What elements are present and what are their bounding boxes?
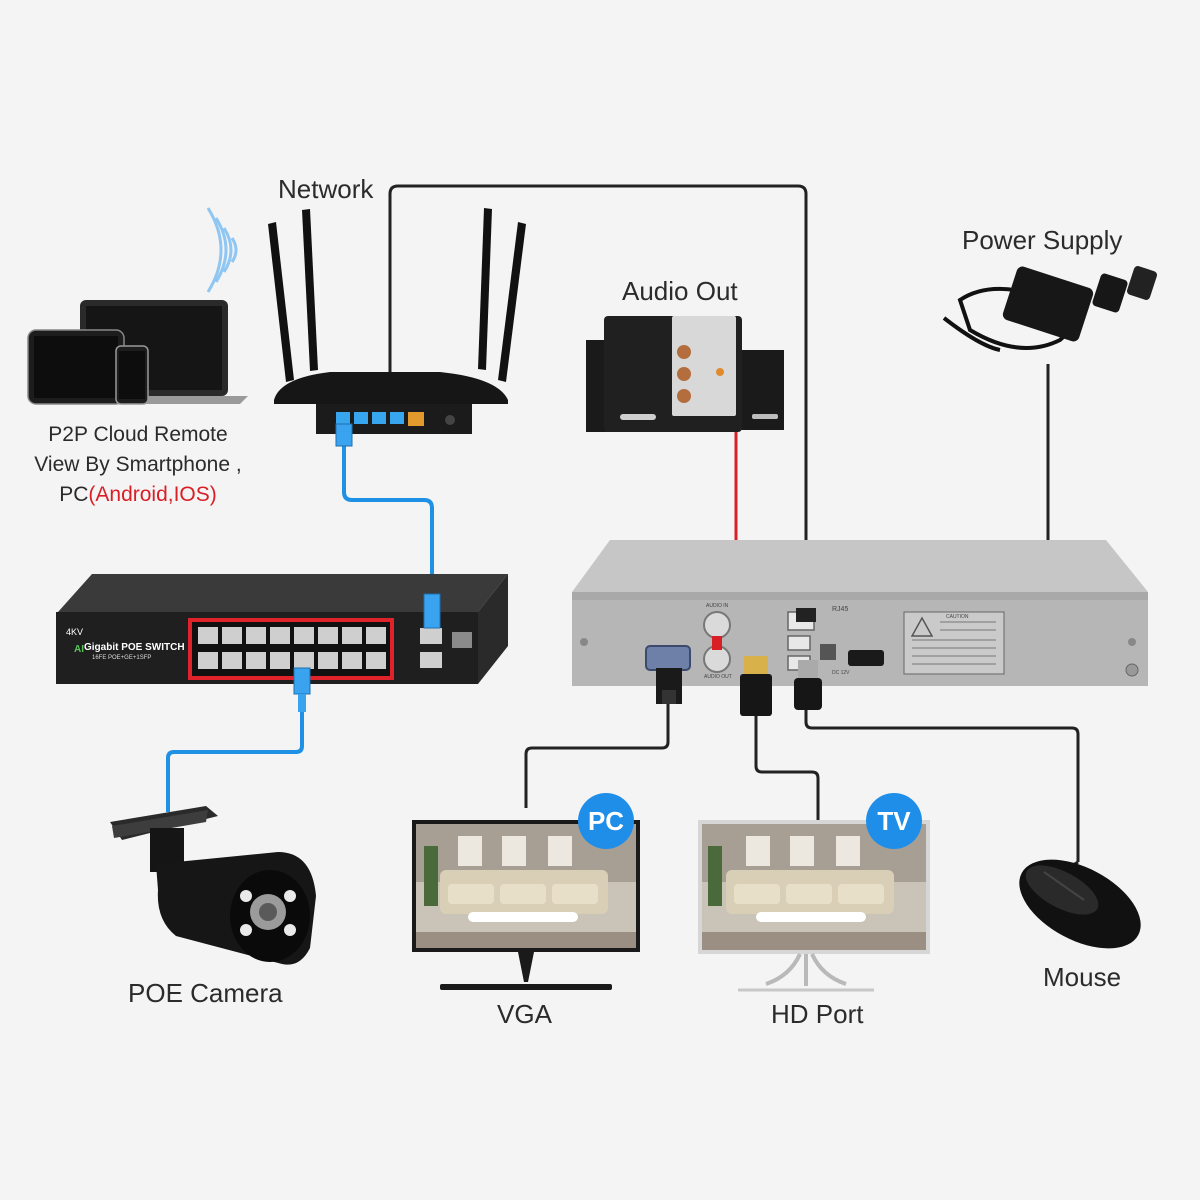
monitor-icon [412, 820, 640, 990]
switch-title: Gigabit POE SWITCH [84, 642, 185, 653]
poe-switch-icon: AI [56, 574, 508, 712]
hdmi-cable [754, 712, 820, 822]
hd-port-label: HD Port [771, 999, 864, 1029]
speaker-icon [586, 316, 784, 432]
vga-cable [524, 700, 670, 808]
p2p-line1: P2P Cloud Remote [48, 423, 228, 446]
router-icon [268, 208, 526, 447]
p2p-line2: View By Smartphone , [34, 453, 242, 476]
tablet-icon [27, 329, 125, 405]
nvr-audio-in-label: AUDIO IN [706, 603, 729, 609]
poe-camera-label: POE Camera [128, 978, 283, 1008]
network-cable [342, 440, 434, 600]
router-nvr-cable [388, 184, 808, 612]
phone-icon [115, 345, 149, 405]
tv-icon [698, 820, 930, 992]
network-label: Network [278, 174, 374, 204]
tv-badge: TV [866, 793, 922, 849]
nvr-caution-label: CAUTION [946, 614, 969, 620]
wifi-icon [206, 207, 238, 293]
mouse-label: Mouse [1043, 962, 1122, 992]
nvr-audio-out-label: AUDIO OUT [704, 674, 732, 680]
vga-label: VGA [497, 999, 552, 1029]
mouse-cable [804, 706, 1080, 862]
audio-out-label: Audio Out [622, 276, 738, 306]
p2p-line3-os: (Android,IOS) [88, 483, 217, 506]
nvr-rj45-label: RJ45 [832, 606, 849, 613]
p2p-cloud-label: P2P Cloud Remote View By Smartphone , PC… [20, 420, 256, 510]
switch-subtitle: 16FE POE+GE+1SFP [92, 655, 152, 661]
power-adapter-icon [942, 266, 1158, 352]
nvr-dc-label: DC 12V [832, 670, 850, 676]
mouse-icon [1019, 859, 1141, 949]
power-supply-label: Power Supply [962, 225, 1123, 255]
nvr-icon [572, 540, 1148, 716]
pc-badge: PC [578, 793, 634, 849]
camera-cable [166, 680, 304, 812]
p2p-line3-prefix: PC [59, 483, 89, 506]
svg-text:AI: AI [74, 644, 84, 655]
p2p-line3: PC(Android,IOS) [20, 480, 256, 510]
switch-brand: 4KV [66, 627, 84, 637]
camera-icon [110, 806, 316, 965]
